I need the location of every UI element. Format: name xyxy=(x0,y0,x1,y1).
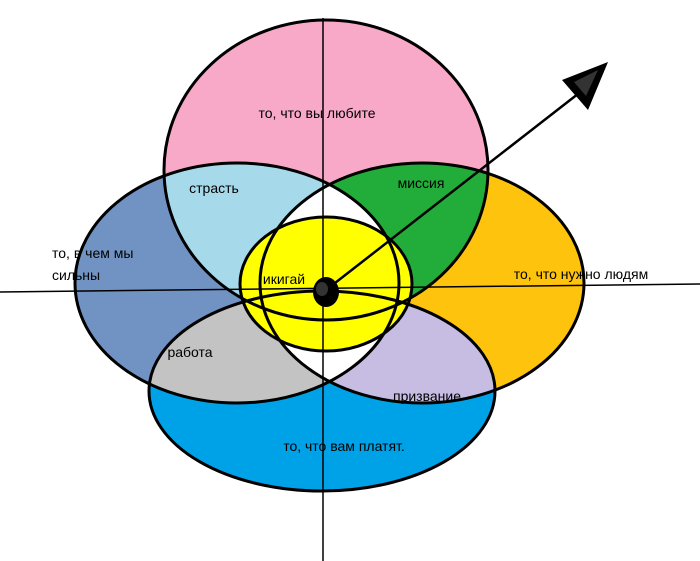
label-ikigai: икигай xyxy=(263,271,305,287)
arrowhead-highlight xyxy=(574,70,598,96)
label-profession: работа xyxy=(167,344,212,360)
label-good-at-line2: сильны xyxy=(52,267,100,283)
label-paid-for: то, что вам платят. xyxy=(283,438,405,454)
label-good-at-line1: то, в чем мы xyxy=(52,245,133,261)
label-vocation: призвание xyxy=(393,388,461,404)
label-love: то, что вы любите xyxy=(259,105,376,121)
ikigai-outline xyxy=(238,215,414,353)
world-needs-outline xyxy=(258,161,586,405)
arrow-shaft xyxy=(325,82,593,291)
good-at-outline xyxy=(73,161,401,405)
label-mission: миссия xyxy=(398,175,445,191)
love-outline xyxy=(162,18,490,322)
label-world-needs: то, что нужно людям xyxy=(514,266,648,282)
center-dot-shading xyxy=(316,282,328,296)
label-passion: страсть xyxy=(189,180,239,196)
horizontal-axis xyxy=(0,283,700,293)
